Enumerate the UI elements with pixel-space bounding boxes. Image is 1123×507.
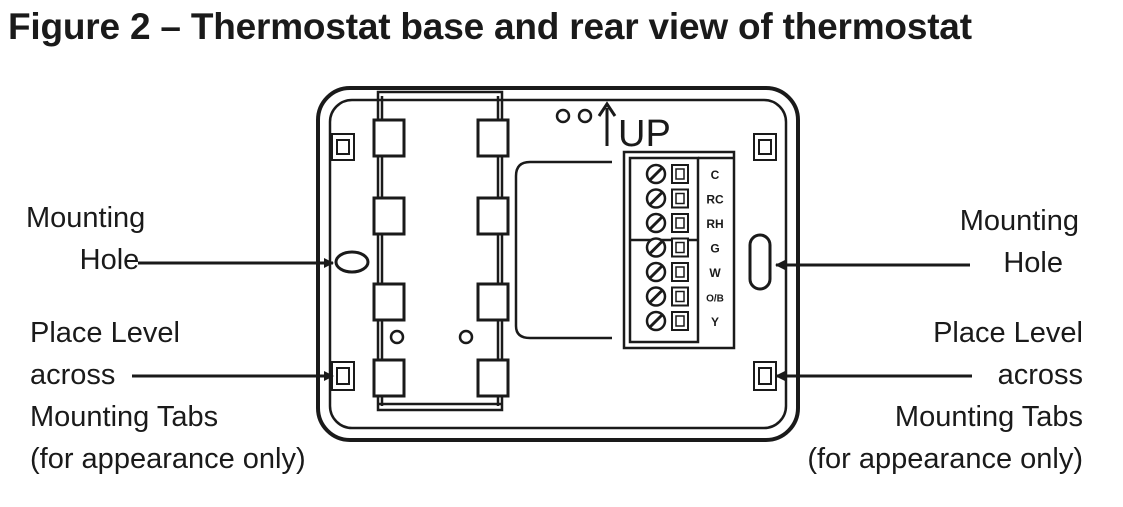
screw-slot (648, 166, 664, 182)
callout-line: across (30, 359, 116, 391)
callout-mounting-hole-right: Mounting Hole (960, 200, 1079, 284)
screw-slot (648, 289, 664, 304)
figure-title: Figure 2 – Thermostat base and rear view… (8, 6, 972, 47)
terminal-clamp (671, 237, 689, 258)
terminal-clamp (671, 213, 689, 233)
terminal-screws (645, 163, 667, 332)
up-label: UP (618, 113, 671, 155)
callout-line: Mounting Tabs (894, 401, 1083, 433)
snap-tabs (372, 118, 510, 398)
terminal-clamp (671, 286, 689, 307)
callout-line: Mounting Tabs (30, 401, 219, 433)
terminal-label: O/B (706, 294, 724, 305)
terminal-clamp (671, 262, 689, 282)
terminal-clamp-inner (675, 266, 685, 278)
terminal-clamp-inner (675, 192, 685, 205)
terminal-clamp (671, 164, 689, 184)
up-arrow-icon (597, 101, 617, 146)
callout-mounting-hole-left: Mounting Hole (26, 197, 145, 281)
screw-slot (648, 264, 664, 280)
terminal-label: RC (706, 193, 724, 207)
callout-line: (for appearance only) (30, 443, 306, 475)
callout-line: Mounting (26, 202, 146, 234)
terminal-clamp-inner (675, 290, 685, 303)
terminal-labels: C RC RH GW O/B Y (706, 168, 724, 329)
terminal-clamp-inner (675, 217, 685, 229)
channel-holes (389, 329, 474, 345)
callout-line: Hole (1003, 247, 1063, 279)
terminal-label: RH (706, 217, 723, 231)
callout-line: across (997, 359, 1083, 391)
mounting-tab-bottom-right (753, 361, 777, 391)
terminal-clamp-inner (675, 241, 685, 254)
callout-level-left: Place Level across Mounting Tabs (for ap… (30, 312, 306, 480)
callout-line: (for appearance only) (807, 443, 1083, 475)
mounting-tab-top-left (331, 133, 355, 161)
indicator-holes (555, 108, 593, 124)
callout-line: Hole (79, 244, 140, 276)
callout-level-right: Place Level across Mounting Tabs (for ap… (807, 312, 1083, 480)
terminal-clamp-inner (675, 168, 685, 180)
mounting-hole-right (748, 233, 772, 291)
mounting-tab-top-right (753, 133, 777, 161)
screw-slot (648, 191, 664, 206)
callout-line: Place Level (30, 317, 180, 349)
terminal-clamp (671, 188, 689, 209)
screw-slot (648, 240, 664, 255)
terminal-clamp-inner (675, 315, 685, 327)
terminal-clamps (671, 164, 689, 331)
callout-line: Mounting (959, 205, 1079, 237)
wire-opening (514, 160, 612, 340)
screw-slot (648, 215, 664, 231)
mounting-tab-bottom-left (331, 361, 355, 391)
terminal-clamp (671, 311, 689, 331)
terminal-label: G (710, 242, 719, 256)
mounting-hole-left (334, 250, 370, 274)
callout-line: Place Level (933, 317, 1083, 349)
terminal-label: C (711, 168, 720, 182)
screw-slot (648, 313, 664, 329)
terminal-label: Y (711, 315, 719, 329)
terminal-label: W (709, 266, 721, 280)
